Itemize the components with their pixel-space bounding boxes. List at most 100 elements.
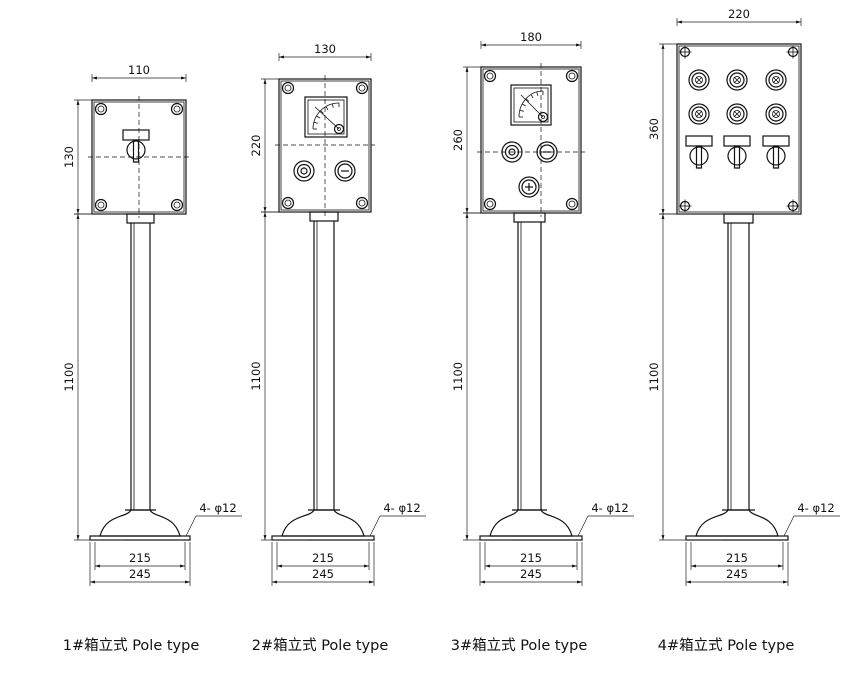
dimension-label: 360 [647,118,661,140]
mounting-base [271,509,375,541]
dimension-label: 245 [520,567,542,581]
corner-screw [483,197,497,211]
corner-screw [678,45,692,59]
dimension-label: 245 [312,567,334,581]
figure-caption: 2#箱立式 Pole type [252,637,389,654]
base-inner-dimension: 215 [94,542,186,570]
corner-screw [94,102,108,116]
dimension-label: 215 [312,551,334,565]
holes-label: 4- φ12 [591,501,628,515]
base-outer-dimension: 245 [479,542,583,586]
ammeter [304,96,348,138]
box-width-dimension: 130 [278,42,372,61]
mounting-holes-leader: 4- φ12 [577,501,634,537]
support-pole [723,213,754,510]
base-inner-dimension: 215 [276,542,370,570]
dimension-label: 215 [129,551,151,565]
enclosure-box [477,63,585,217]
support-pole [309,211,339,510]
corner-screw [786,199,800,213]
dimension-label: 130 [314,42,336,56]
base-outer-dimension: 245 [685,542,789,586]
box-height-dimension: 220 [249,78,279,213]
base-outer-dimension: 245 [271,542,375,586]
enclosure-box [676,43,802,215]
pole-height-dimension: 1100 [647,213,722,541]
pole-type-figure-2: 130 220 1100 215 245 4- φ12 2#箱立式 Pole type [249,42,426,654]
figure-caption: 1#箱立式 Pole type [63,637,200,654]
corner-screw [483,69,497,83]
mounting-base [89,509,191,541]
pole-type-figure-3: 180 260 1100 215 245 4- φ12 3#箱立式 Pole type [451,30,634,654]
dimension-label: 110 [128,63,150,77]
holes-label: 4- φ12 [797,501,834,515]
corner-screw [565,69,579,83]
dimension-label: 1100 [249,361,263,390]
enclosure-box [275,75,375,216]
mounting-base [685,509,789,541]
box-width-dimension: 110 [91,63,187,82]
mounting-holes-leader: 4- φ12 [783,501,840,537]
selector-switch [685,135,713,169]
stop-button [334,160,356,182]
corner-screw [170,198,184,212]
pole-height-dimension: 1100 [62,213,125,541]
support-pole [126,213,155,510]
mounting-holes-leader: 4- φ12 [185,501,242,537]
signal-lamp [501,141,523,163]
dimension-label: 220 [249,135,263,157]
enclosure-box [88,96,190,218]
corner-screw [281,81,295,95]
dimension-label: 1100 [62,362,76,391]
stop-button [536,141,558,163]
dimension-label: 260 [451,129,465,151]
indicator-lamp [726,103,748,125]
dimension-label: 130 [62,146,76,168]
dimension-label: 245 [726,567,748,581]
corner-screw [355,196,369,210]
start-button [518,176,540,198]
figure-caption: 3#箱立式 Pole type [451,637,588,654]
support-pole [513,212,546,510]
box-width-dimension: 180 [480,30,582,49]
dimension-label: 245 [129,567,151,581]
selector-switch [122,129,150,163]
dimension-label: 215 [726,551,748,565]
corner-screw [281,196,295,210]
dimension-label: 180 [520,30,542,44]
ammeter [510,84,552,126]
selector-switch [723,135,751,169]
box-height-dimension: 360 [647,43,677,215]
mounting-base [479,509,583,541]
pole-type-figure-4: 220 360 1100 215 245 4- φ12 4#箱立式 Pole type [647,7,840,654]
indicator-lamp [688,103,710,125]
selector-switch [762,135,790,169]
indicator-lamp [688,69,710,91]
indicator-lamp [765,103,787,125]
corner-screw [94,198,108,212]
pole-type-figure-1: 110 130 1100 215 245 4- φ12 1#箱立式 Pole type [62,63,242,654]
corner-screw [786,45,800,59]
dimension-label: 1100 [451,362,465,391]
dimension-label: 1100 [647,362,661,391]
corner-screw [678,199,692,213]
holes-label: 4- φ12 [383,501,420,515]
box-height-dimension: 130 [62,99,92,215]
base-inner-dimension: 215 [484,542,578,570]
base-outer-dimension: 245 [89,542,191,586]
corner-screw [170,102,184,116]
mounting-holes-leader: 4- φ12 [369,501,426,537]
box-width-dimension: 220 [676,7,802,26]
box-height-dimension: 260 [451,66,481,214]
corner-screw [355,81,369,95]
figure-caption: 4#箱立式 Pole type [658,637,795,654]
pole-height-dimension: 1100 [451,212,512,541]
signal-lamp [293,160,315,182]
base-inner-dimension: 215 [690,542,784,570]
dimension-label: 215 [520,551,542,565]
indicator-lamp [765,69,787,91]
pole-height-dimension: 1100 [249,211,308,541]
holes-label: 4- φ12 [199,501,236,515]
indicator-lamp [726,69,748,91]
